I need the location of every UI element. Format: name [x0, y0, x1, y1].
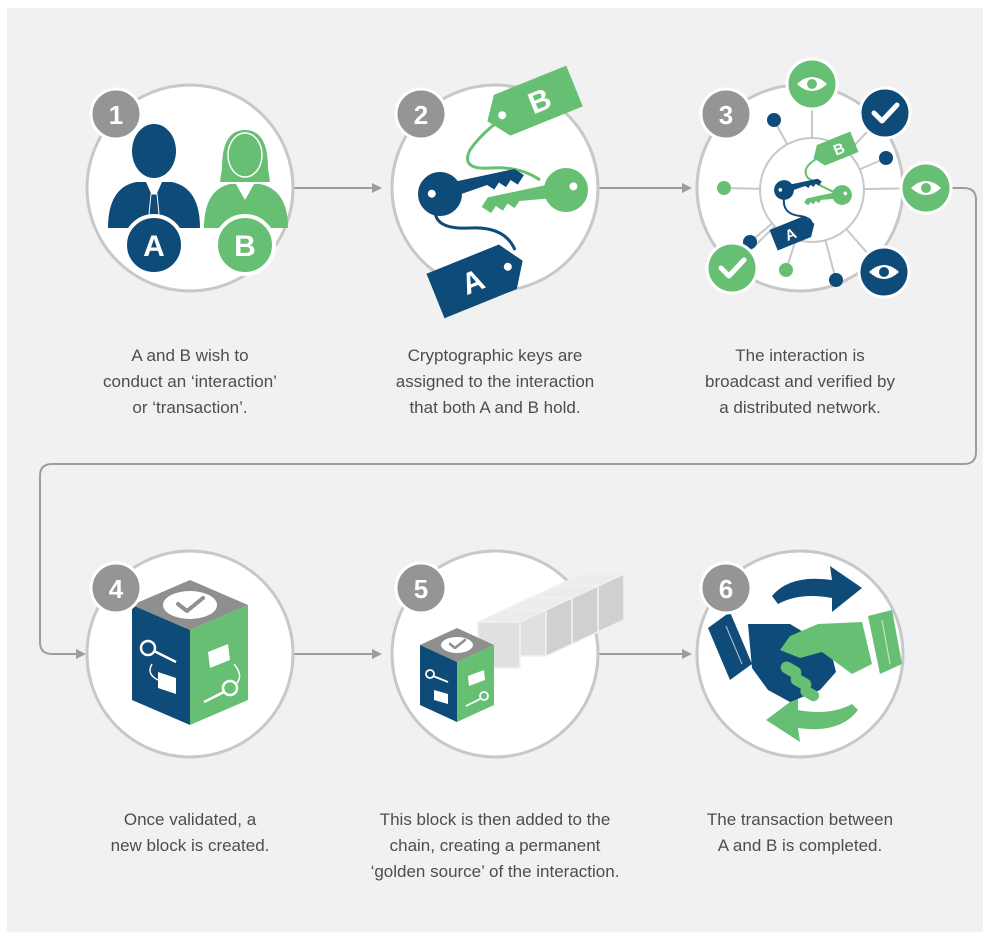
step-number-badge: [699, 561, 753, 615]
step-number: 5: [414, 574, 428, 604]
step-1: A B 1: [85, 83, 295, 293]
two-people-a-b-icon: A B: [108, 124, 288, 276]
step-3-caption: The interaction is broadcast and verifie…: [705, 346, 895, 417]
avatar-a-label: A: [143, 230, 165, 263]
step-6-caption: The transaction between A and B is compl…: [706, 810, 894, 855]
arrow-3-to-4: [39, 187, 977, 659]
step-number-badge: [394, 87, 448, 141]
distributed-network-icon: B A: [705, 57, 953, 299]
validated-block-icon: [132, 580, 248, 725]
check-icon: [705, 241, 759, 295]
eye-icon: [899, 161, 953, 215]
step-2-caption: Cryptographic keys are assigned to the i…: [395, 346, 595, 417]
step-2: B A 2: [390, 65, 600, 319]
step-number-badge: [89, 87, 143, 141]
step-number: 2: [414, 100, 428, 130]
blockchain-icon: [420, 572, 625, 722]
step-number: 1: [109, 100, 123, 130]
step-5-caption: This block is then added to the chain, c…: [370, 810, 620, 881]
step-number: 4: [109, 574, 124, 604]
step-number-badge: [699, 87, 753, 141]
step-1-caption: A and B wish to conduct an ‘interaction’…: [103, 346, 277, 417]
step-number-badge: [394, 561, 448, 615]
step-4: 4: [85, 549, 295, 759]
step-number: 3: [719, 100, 733, 130]
cryptographic-keys-icon: B A: [413, 65, 593, 319]
eye-icon: [785, 57, 839, 111]
step-number-badge: [89, 561, 143, 615]
eye-icon: [857, 245, 911, 299]
arrow-right-icon: [772, 566, 862, 612]
step-3: B A 3: [695, 57, 953, 299]
step-6: 6: [695, 549, 905, 759]
handshake-icon: [708, 566, 902, 742]
step-5: 5: [390, 549, 625, 759]
arrow-left-icon: [766, 696, 858, 742]
step-number: 6: [719, 574, 733, 604]
avatar-b-label: B: [234, 230, 256, 263]
connector-arrows: [39, 183, 977, 659]
step-4-caption: Once validated, a new block is created.: [110, 810, 270, 855]
check-icon: [858, 86, 912, 140]
